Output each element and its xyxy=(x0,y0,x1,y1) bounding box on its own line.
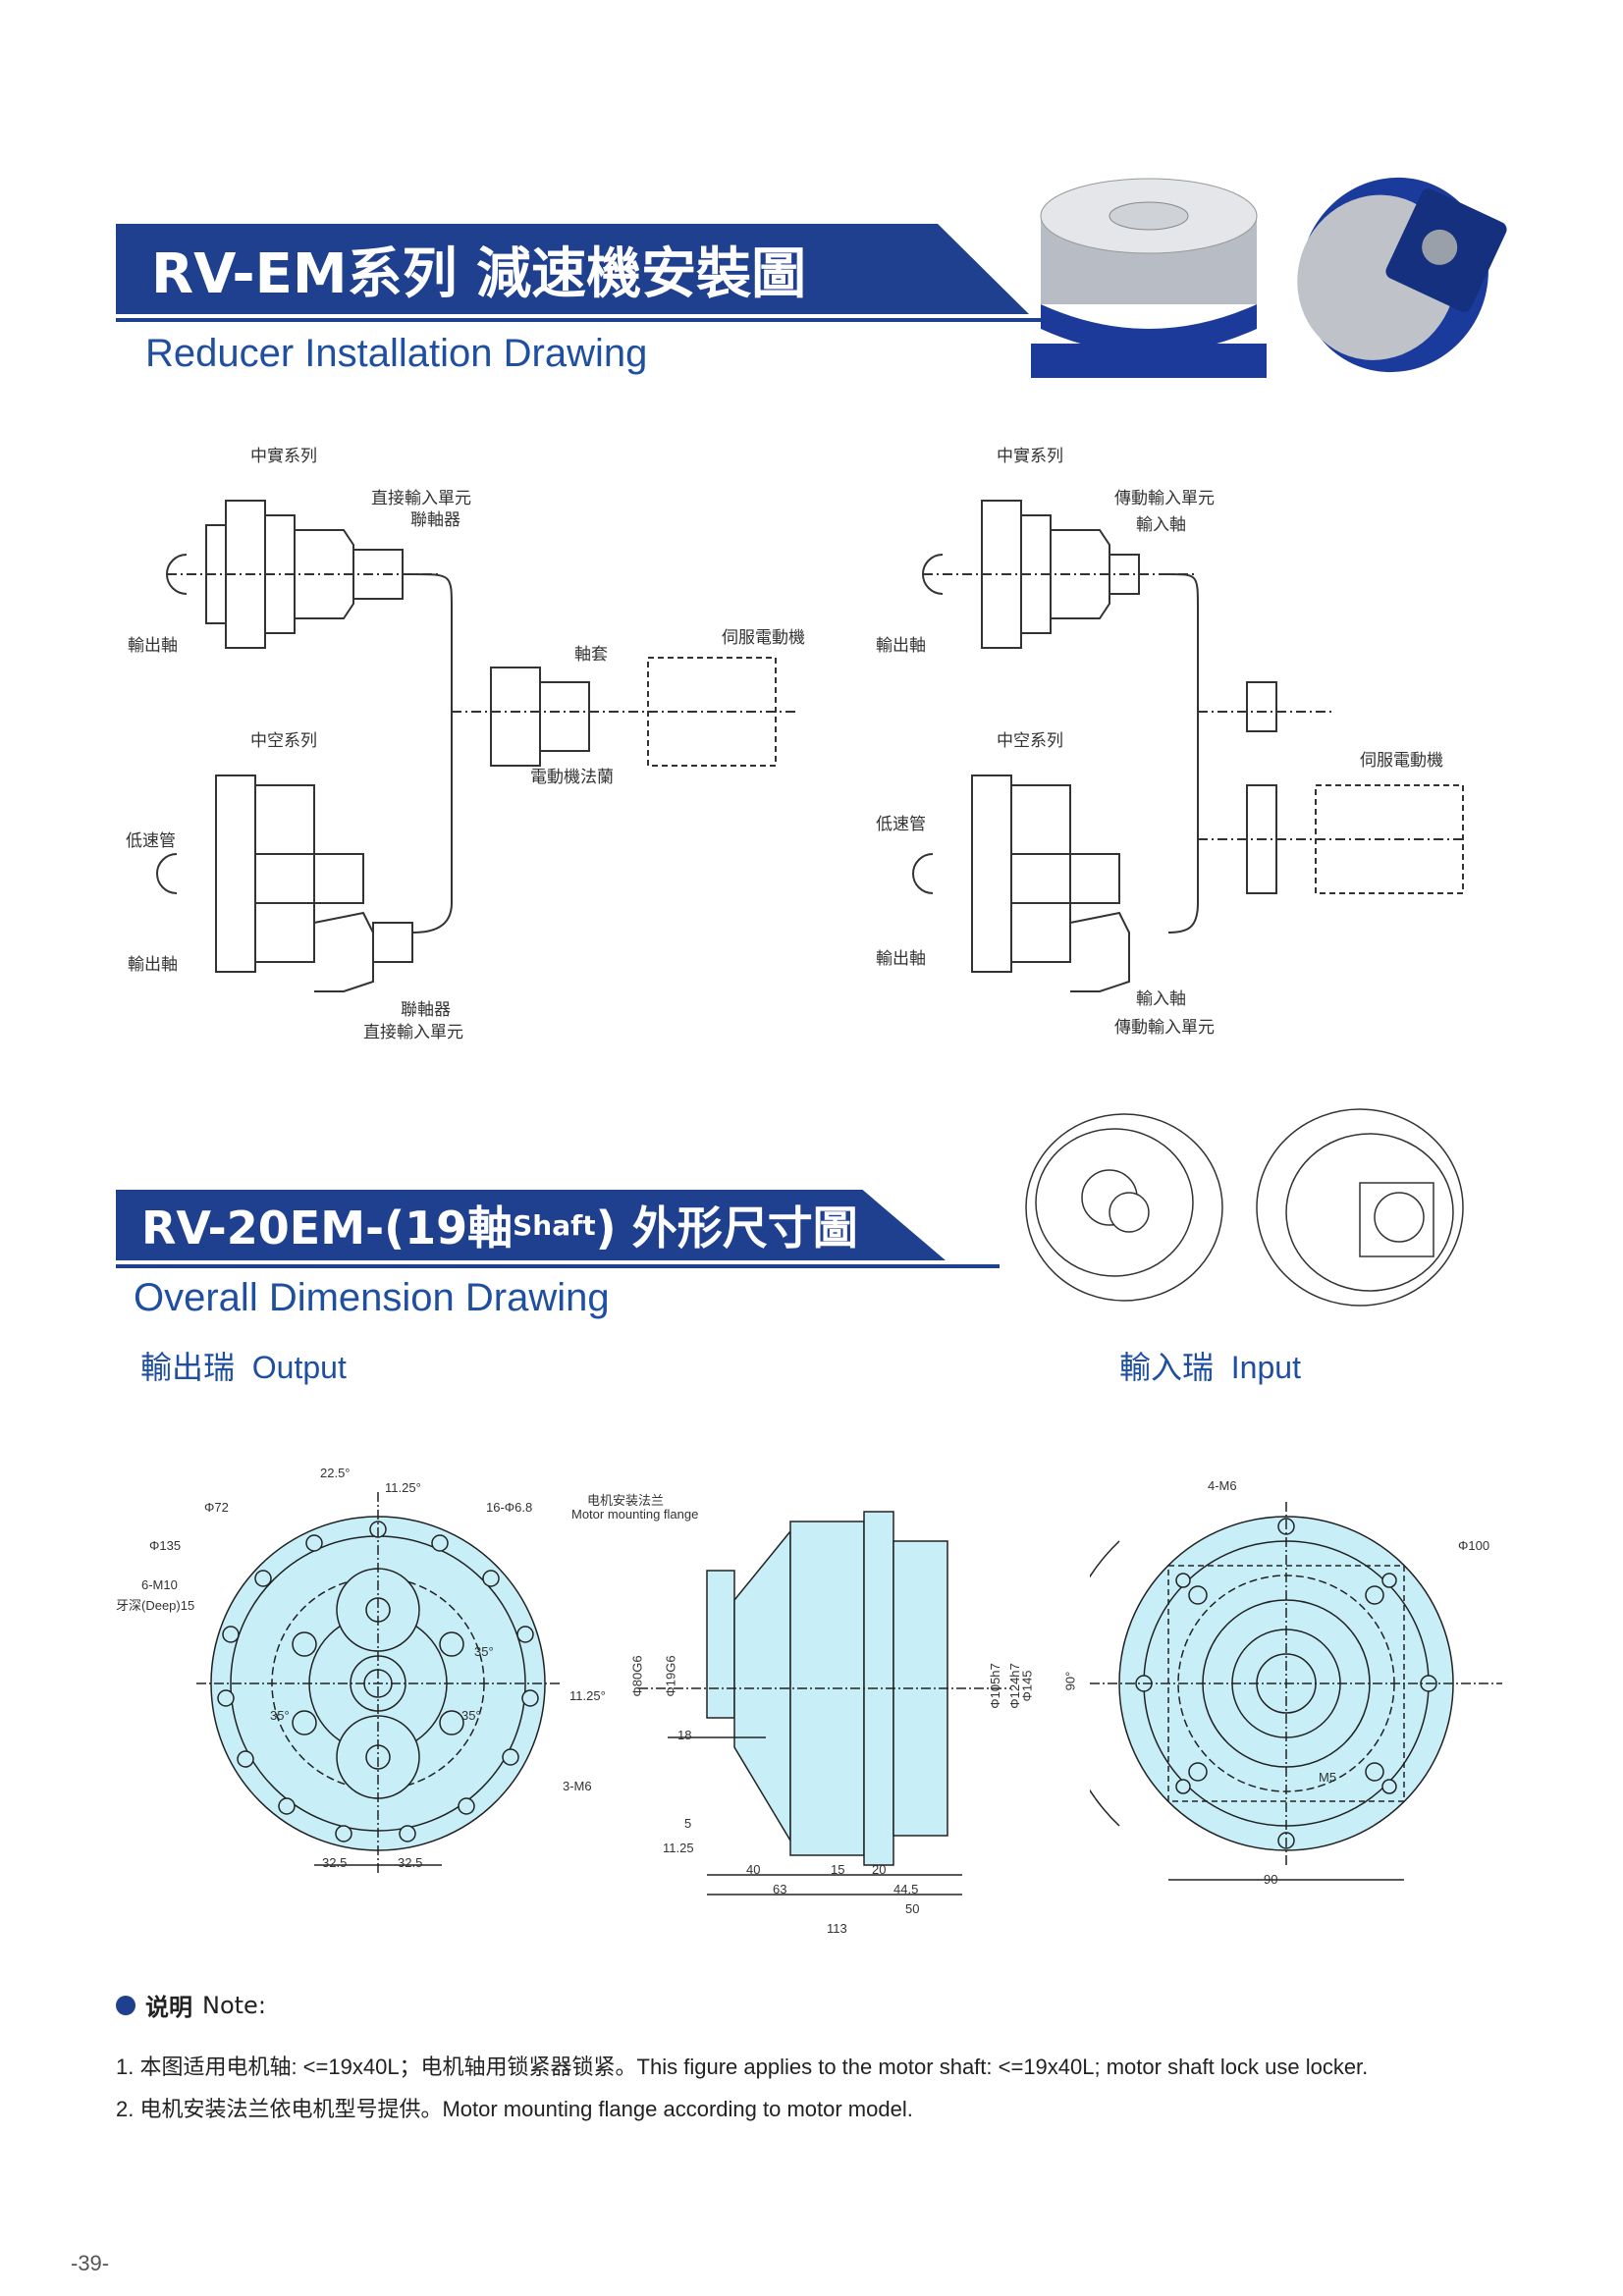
left-hollow-series-label: 中空系列 xyxy=(250,731,317,751)
right-output-shaft-bottom-label: 輸出軸 xyxy=(876,949,926,969)
dim-20: 20 xyxy=(872,1862,887,1877)
left-direct-input-unit-bottom-label: 直接輸入單元 xyxy=(363,1023,463,1042)
dim-angle-35-a: 35° xyxy=(474,1644,494,1659)
right-low-speed-tube-label: 低速管 xyxy=(876,815,926,834)
dim-thread-depth: 牙深(Deep)15 xyxy=(116,1598,195,1613)
right-input-shaft-bottom-label: 輸入軸 xyxy=(1136,989,1186,1009)
right-transmission-input-unit-top-label: 傳動輸入單元 xyxy=(1114,489,1215,508)
notes-heading: 说明 Note: xyxy=(116,1988,266,2022)
left-sleeve-label: 軸套 xyxy=(574,645,608,665)
left-solid-series-label: 中實系列 xyxy=(250,447,317,466)
flange-label-en: Motor mounting flange xyxy=(571,1507,699,1522)
dim-63: 63 xyxy=(773,1882,787,1896)
right-transmission-input-unit-bottom-label: 傳動輸入單元 xyxy=(1114,1018,1215,1038)
right-output-shaft-top-label: 輸出軸 xyxy=(876,636,926,656)
input-face-drawing xyxy=(1090,1502,1502,1881)
dim-phi72: Φ72 xyxy=(204,1500,229,1515)
left-output-shaft-bottom-label: 輸出軸 xyxy=(128,955,178,975)
dim-m5: M5 xyxy=(1319,1770,1337,1785)
isometric-sketches xyxy=(1025,1108,1464,1307)
dim-44-5: 44.5 xyxy=(893,1882,919,1896)
input-side-label: 輸入瑞 Input xyxy=(1119,1350,1301,1385)
left-output-shaft-top-label: 輸出軸 xyxy=(128,636,178,656)
dim-width-32-5-a: 32.5 xyxy=(322,1855,348,1870)
right-servo-motor-label: 伺服電動機 xyxy=(1360,751,1443,771)
notes-heading-en: Note: xyxy=(202,1991,266,2019)
output-side-label: 輸出瑞 Output xyxy=(140,1350,347,1385)
left-low-speed-tube-label: 低速管 xyxy=(126,831,176,851)
dim-width-90: 90 xyxy=(1264,1872,1278,1887)
dim-angle-11-25-b: 11.25° xyxy=(569,1688,606,1703)
section2-title-shaft: Shaft xyxy=(513,1208,596,1242)
section2-title-b: ) 外形尺寸圖 xyxy=(595,1201,858,1255)
left-coupling-bottom-label: 聯軸器 xyxy=(401,1000,451,1020)
left-direct-input-unit-top-label: 直接輸入單元 xyxy=(371,489,471,508)
flange-label-cn: 电机安装法兰 xyxy=(587,1493,665,1508)
section1-banner: RV-EM系列 減速機安裝圖 xyxy=(116,224,1029,314)
dim-angle-11-25: 11.25° xyxy=(385,1480,421,1495)
note-line-1: 1. 本图适用电机轴: <=19x40L；电机轴用锁紧器锁紧。This figu… xyxy=(116,2055,1369,2079)
section2-title-a: RV-20EM-(19軸 xyxy=(141,1201,514,1255)
dim-phi100: Φ100 xyxy=(1458,1538,1490,1553)
page-number: -39- xyxy=(71,2251,110,2275)
output-face-drawing xyxy=(196,1492,560,1875)
section1-subtitle: Reducer Installation Drawing xyxy=(145,332,648,375)
dim-50: 50 xyxy=(905,1901,920,1916)
dim-4-m6: 4-M6 xyxy=(1208,1478,1237,1493)
dim-phi80: Φ80G6 xyxy=(629,1655,645,1697)
dim-5: 5 xyxy=(684,1816,692,1831)
dim-113: 113 xyxy=(827,1921,847,1936)
dim-15: 15 xyxy=(831,1862,845,1877)
right-solid-series-label: 中實系列 xyxy=(997,447,1063,466)
bullet-icon xyxy=(116,1995,135,2015)
dim-phi19: Φ19G6 xyxy=(663,1655,678,1697)
dim-phi145: Φ145 xyxy=(1019,1670,1035,1702)
section2-subtitle: Overall Dimension Drawing xyxy=(134,1276,610,1319)
dim-phi135: Φ135 xyxy=(149,1538,182,1553)
section2-underline xyxy=(116,1264,1000,1268)
dim-angle-35-b: 35° xyxy=(270,1708,290,1723)
dim-width-32-5-b: 32.5 xyxy=(398,1855,423,1870)
right-input-shaft-top-label: 輸入軸 xyxy=(1136,515,1186,535)
dim-angle-35-c: 35° xyxy=(461,1708,481,1723)
dim-16-holes: 16-Φ6.8 xyxy=(486,1500,533,1515)
installation-drawing-right xyxy=(912,500,1464,992)
notes-heading-cn: 说明 xyxy=(145,1994,192,2021)
left-servo-motor-label: 伺服電動機 xyxy=(722,628,805,648)
dim-11-25: 11.25 xyxy=(663,1841,694,1855)
dim-phi105: Φ105h7 xyxy=(987,1663,1002,1709)
dim-18: 18 xyxy=(677,1728,692,1742)
dim-40: 40 xyxy=(746,1862,761,1877)
left-motor-flange-label: 電動機法蘭 xyxy=(530,768,614,787)
dim-angle-90: 90° xyxy=(1062,1671,1078,1691)
side-view-drawing xyxy=(638,1511,1011,1896)
note-line-2: 2. 电机安装法兰依电机型号提供。Motor mounting flange a… xyxy=(116,2097,913,2121)
left-coupling-top-label: 聯軸器 xyxy=(410,510,460,530)
dim-3-m6: 3-M6 xyxy=(563,1779,592,1793)
section1-title: RV-EM系列 減速機安裝圖 xyxy=(151,241,807,306)
installation-drawing-left xyxy=(156,500,795,992)
dim-angle-22-5: 22.5° xyxy=(320,1466,351,1480)
right-hollow-series-label: 中空系列 xyxy=(997,731,1063,751)
reducer-product-image xyxy=(1031,177,1507,378)
dim-6-m10: 6-M10 xyxy=(141,1577,178,1592)
section1-underline xyxy=(116,318,1058,322)
